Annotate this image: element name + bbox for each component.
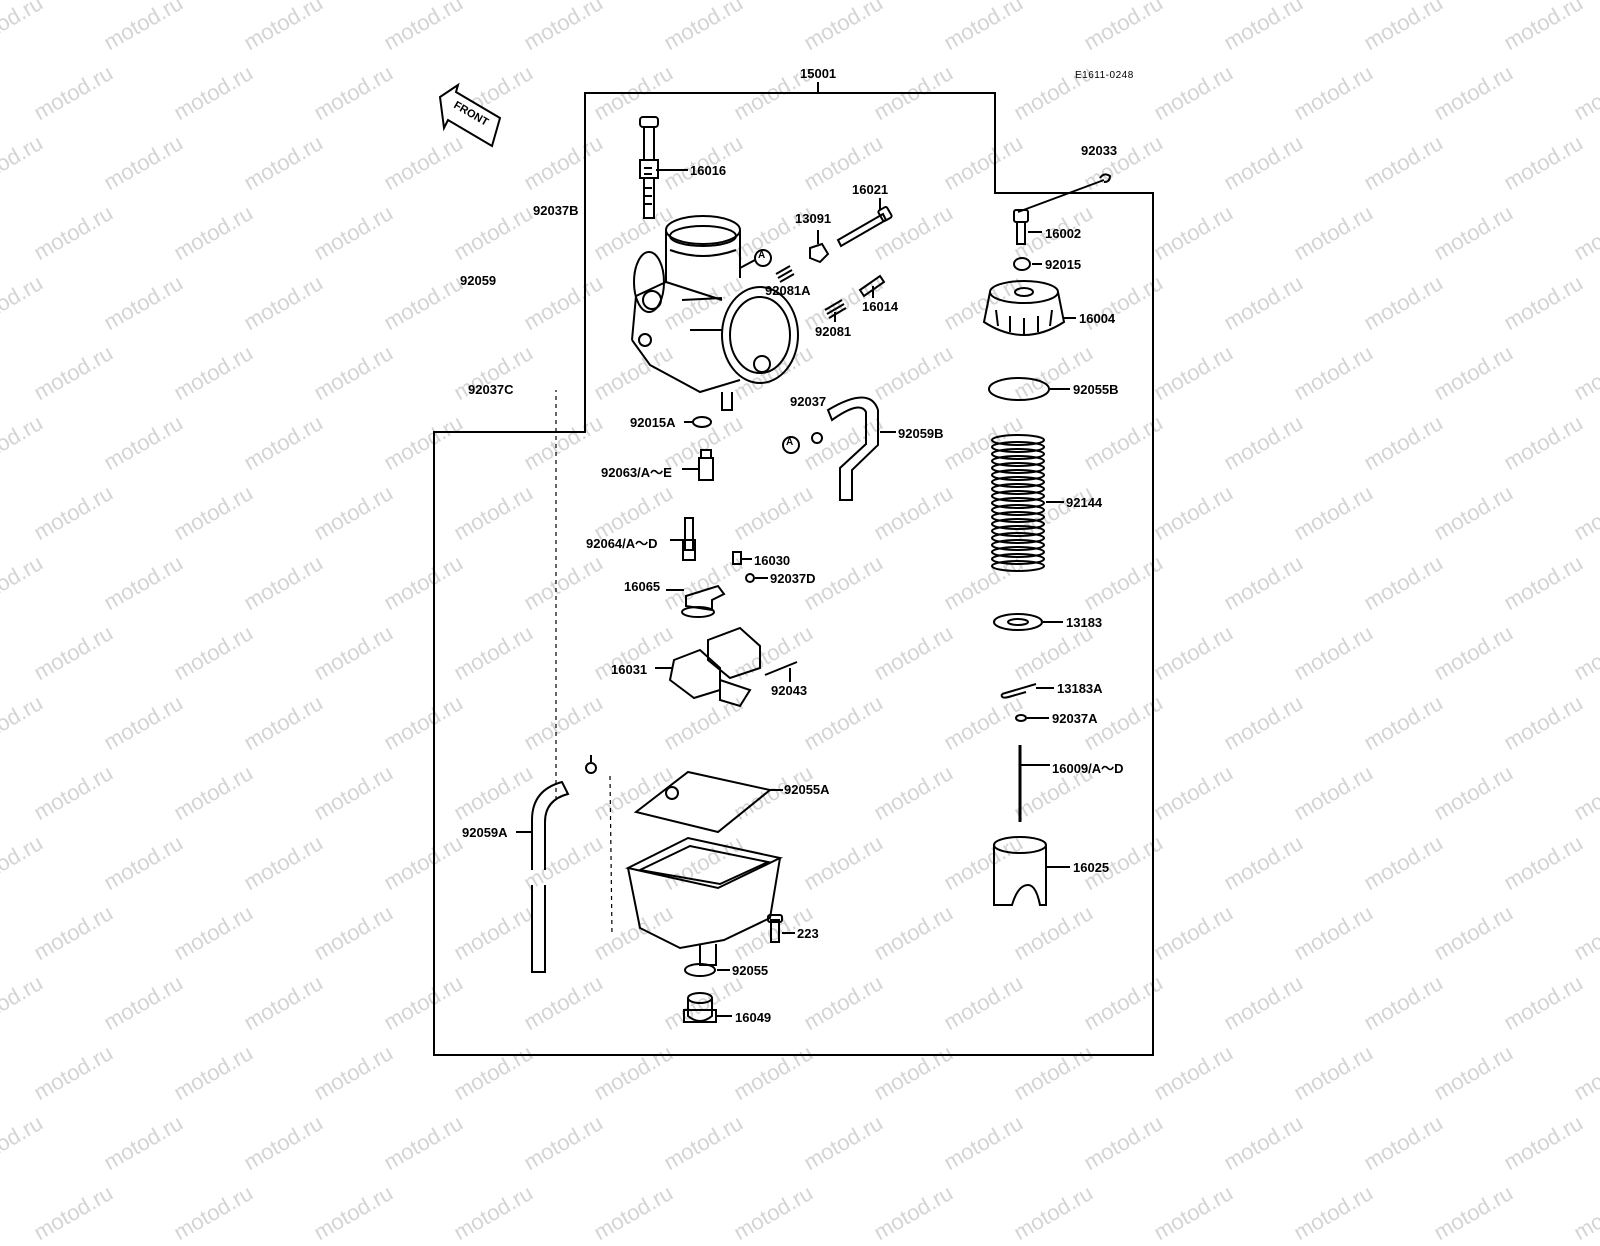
spring-coil (991, 434, 1045, 446)
spring-coil (991, 511, 1045, 523)
part-label: 92037D (770, 571, 816, 586)
o-ring-92055b-icon (988, 377, 1050, 401)
screw-223-icon (767, 914, 783, 943)
part-label: 16014 (862, 299, 899, 314)
marker-a-label: A (758, 250, 766, 261)
nut-92015-icon (1013, 257, 1031, 271)
spring-coil (991, 483, 1045, 495)
part-label: 92059B (898, 426, 944, 441)
spring-seat-13183-icon (993, 613, 1043, 631)
part-label: 92037B (533, 203, 579, 218)
part-label: 16002 (1045, 226, 1082, 241)
spring-coil (991, 448, 1045, 460)
part-label: 13183A (1057, 681, 1103, 696)
o-ring-92055-icon (684, 963, 716, 977)
clip-92037-icon (811, 432, 823, 444)
main-jet-92063-icon (698, 449, 714, 481)
part-label: 92055 (732, 963, 769, 978)
clip-92033-icon (1099, 173, 1112, 183)
nut-13091-icon (809, 242, 830, 264)
part-label: 223 (797, 926, 819, 941)
needle-clip-13183a-icon (1000, 683, 1037, 699)
throttle-valve-spring-icon (991, 434, 1045, 572)
clip-92037a-icon (1015, 714, 1027, 722)
jet-16014-icon (858, 274, 886, 298)
spring-coil (991, 497, 1045, 509)
part-label: 92059 (460, 273, 497, 288)
spring-coil (991, 462, 1045, 474)
clip-92037-lower-icon (585, 762, 597, 774)
spring-coil (991, 532, 1045, 544)
part-label: 13091 (795, 211, 832, 226)
assembly-number: 15001 (800, 66, 837, 81)
spring-coil (991, 539, 1045, 551)
part-label: 16049 (735, 1010, 772, 1025)
part-label: 16021 (852, 182, 889, 197)
baffle-16065-icon (681, 584, 726, 618)
spring-92081-icon (824, 299, 847, 319)
diagram-code: E1611-0248 (1075, 70, 1134, 81)
spring-coil (991, 504, 1045, 516)
part-label: 16030 (754, 553, 791, 568)
part-label: 92043 (771, 683, 808, 698)
washer-92015a-icon (692, 416, 712, 428)
top-cap-16004-icon (982, 280, 1066, 336)
spring-coil (991, 553, 1045, 565)
part-label: 16009/A～D (1052, 761, 1124, 776)
part-label: 92015A (630, 415, 676, 430)
throttle-valve-16025-icon (993, 836, 1047, 906)
part-label: 92037 (790, 394, 827, 409)
part-label: 16016 (690, 163, 727, 178)
jet-holder-16030-icon (732, 551, 742, 565)
part-label: 16025 (1073, 860, 1110, 875)
hose-92059a-icon (531, 780, 570, 973)
part-label: 92081A (765, 283, 811, 298)
part-label: 92055B (1073, 382, 1119, 397)
part-label: 92033 (1081, 143, 1118, 158)
carburetor-exploded-view (433, 82, 1154, 1056)
part-label: 92015 (1045, 257, 1082, 272)
drain-plug-16049-icon (683, 992, 717, 1023)
spring-coil (991, 560, 1045, 572)
spring-coil (991, 518, 1045, 530)
spring-92081a-icon (775, 265, 795, 283)
assembly-outline (433, 92, 1154, 1056)
part-label: 92037A (1052, 711, 1098, 726)
part-label: 13183 (1066, 615, 1103, 630)
marker-a-label: A (786, 437, 794, 448)
part-label: 92063/A～E (601, 465, 672, 480)
spring-coil (991, 455, 1045, 467)
spring-coil (991, 441, 1045, 453)
spring-coil (991, 546, 1045, 558)
part-label: 16065 (624, 579, 661, 594)
spring-coil (991, 525, 1045, 537)
part-label: 92144 (1066, 495, 1103, 510)
part-label: 92037C (468, 382, 514, 397)
marker-a-icon (754, 249, 772, 267)
throttle-stop-screw-icon (639, 116, 659, 219)
front-arrow-icon (438, 82, 502, 148)
hose-92059b-icon (826, 396, 879, 501)
part-label: 92055A (784, 782, 830, 797)
part-label: 92081 (815, 324, 852, 339)
part-label: 16031 (611, 662, 648, 677)
cable-adjuster-16002-icon (1013, 209, 1029, 245)
part-label: 92059A (462, 825, 508, 840)
carburetor-body-icon (631, 215, 799, 411)
clip-92037d-icon (745, 573, 755, 583)
float-bowl-icon (625, 836, 784, 966)
float-pin-92043-icon (764, 661, 798, 676)
spring-coil (991, 490, 1045, 502)
float-16031-icon (668, 626, 761, 708)
part-label: 92064/A～D (586, 536, 658, 551)
spring-coil (991, 476, 1045, 488)
float-bowl-gasket-icon (633, 770, 773, 834)
marker-a-icon (782, 436, 800, 454)
pilot-screw-icon (836, 206, 893, 248)
spring-coil (991, 469, 1045, 481)
needle-jet-92064-icon (682, 517, 696, 561)
part-label: 16004 (1079, 311, 1116, 326)
